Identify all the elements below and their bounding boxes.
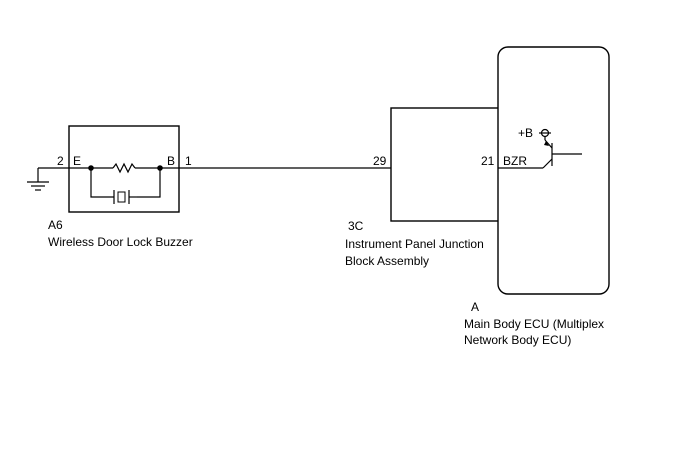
buzzer-internal-circuit <box>69 162 179 204</box>
ecu-name-line1: Main Body ECU (Multiplex <box>464 317 604 331</box>
junction-pin: 29 <box>373 154 387 168</box>
buzzer-left-terminal: E <box>73 154 81 168</box>
buzzer-right-terminal: B <box>167 154 175 168</box>
buzzer-name: Wireless Door Lock Buzzer <box>48 235 193 249</box>
junction-name-line2: Block Assembly <box>345 254 429 268</box>
buzzer-left-pin: 2 <box>57 154 64 168</box>
resistor-icon <box>112 162 136 174</box>
ecu-terminal: BZR <box>503 154 527 168</box>
buzzer-element-icon <box>113 190 137 204</box>
junction-block-box <box>390 107 501 222</box>
transistor-icon <box>498 137 582 169</box>
ground-icon <box>27 168 49 191</box>
supply-terminal-icon <box>539 128 551 138</box>
junction-name-line1: Instrument Panel Junction <box>345 237 484 251</box>
buzzer-code: A6 <box>48 218 63 232</box>
ecu-box <box>497 46 610 295</box>
ecu-pin: 21 <box>481 154 495 168</box>
ecu-code: A <box>471 300 479 314</box>
junction-code: 3C <box>348 219 364 233</box>
ecu-name-line2: Network Body ECU) <box>464 333 571 347</box>
ecu-supply-label: +B <box>518 126 533 140</box>
buzzer-right-pin: 1 <box>185 154 192 168</box>
